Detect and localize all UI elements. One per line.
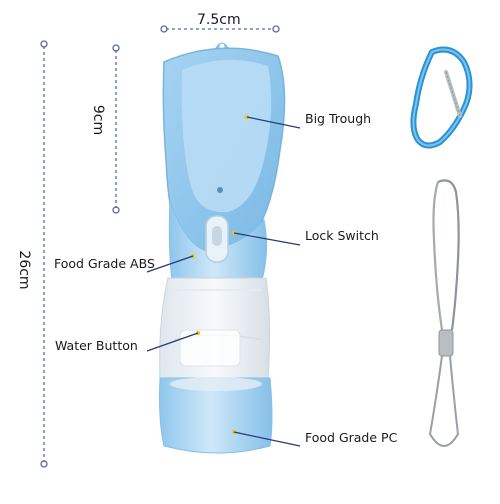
lock-switch-label: Lock Switch bbox=[305, 228, 379, 243]
lanyard-icon bbox=[428, 179, 460, 447]
carabiner-icon bbox=[410, 46, 473, 149]
water-bottle bbox=[159, 42, 286, 454]
water-button-icon bbox=[179, 329, 241, 367]
big-trough-label: Big Trough bbox=[305, 111, 372, 126]
leader-lines bbox=[146, 114, 301, 447]
water-button-label: Water Button bbox=[55, 338, 138, 353]
width-dimension bbox=[160, 25, 280, 33]
trough-height-label: 9cm bbox=[90, 104, 106, 136]
food-grade-pc-label: Food Grade PC bbox=[305, 430, 398, 445]
total-height-dimension bbox=[40, 40, 48, 468]
width-label: 7.5cm bbox=[197, 12, 241, 28]
total-height-label: 26cm bbox=[16, 250, 32, 290]
trough-height-dimension bbox=[112, 44, 120, 214]
food-grade-abs-label: Food Grade ABS bbox=[54, 256, 155, 271]
